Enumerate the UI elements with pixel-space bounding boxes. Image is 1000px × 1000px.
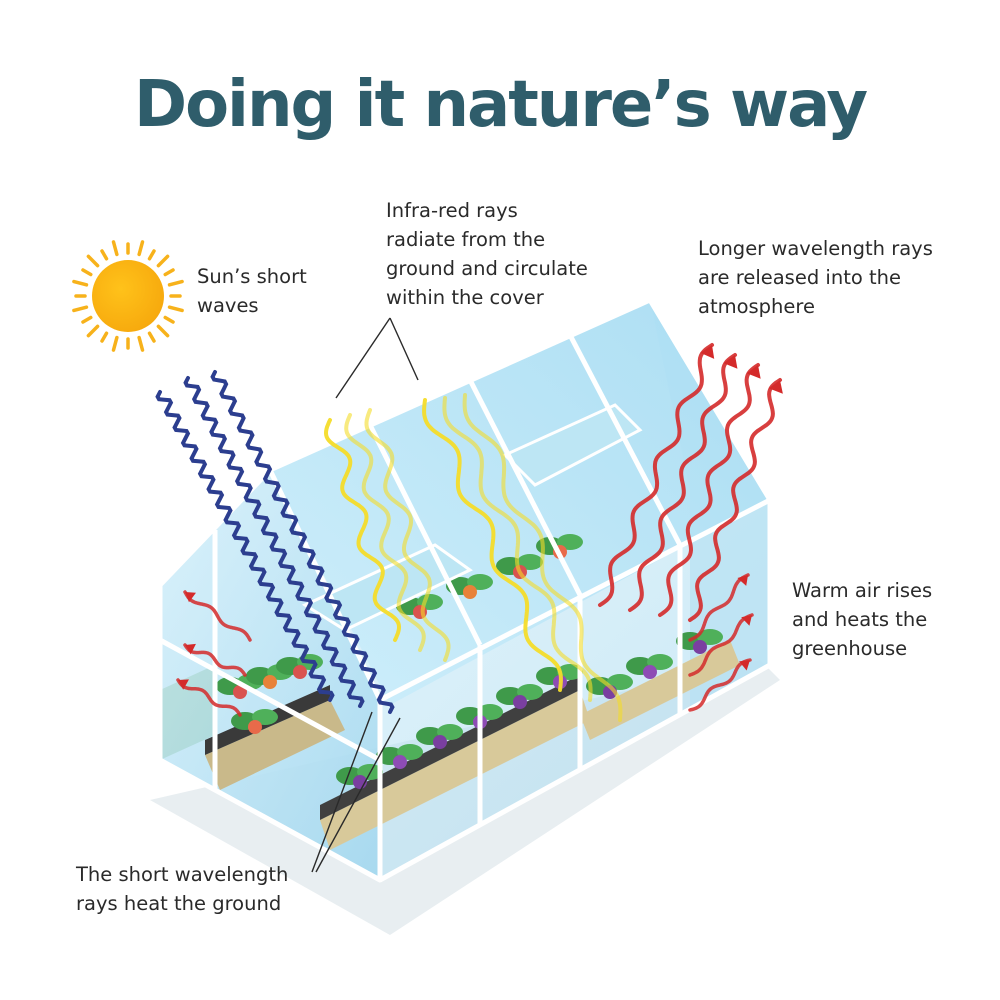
short-wave	[210, 370, 395, 714]
sun-ray	[137, 240, 145, 257]
sun-ray	[86, 324, 100, 338]
longer-wave-arrowhead	[768, 380, 783, 394]
plant-fruit	[248, 720, 262, 734]
longer-wave	[688, 378, 782, 622]
longer-wave	[658, 363, 760, 617]
warm-air-arrow	[688, 573, 750, 642]
warm-air-arrowhead	[741, 615, 752, 626]
longer-waves	[598, 343, 783, 622]
longer-wave-arrowhead	[723, 355, 738, 369]
sun-ray	[163, 268, 175, 277]
longer-wave-arrowhead	[746, 365, 761, 379]
sun-icon	[72, 240, 184, 352]
sun-ray	[167, 279, 184, 287]
plant-fruit	[293, 665, 307, 679]
warm-air-arrowhead	[185, 592, 196, 603]
sun-ray	[100, 331, 109, 343]
plant-fruit	[693, 640, 707, 654]
sun-ray	[81, 268, 93, 277]
sun-ray	[167, 305, 184, 313]
sun-ray	[81, 315, 93, 324]
warm-air-arrow	[183, 590, 252, 642]
plant-fruit	[393, 755, 407, 769]
sun-ray	[111, 335, 119, 352]
warm-air-arrow	[688, 658, 752, 712]
warm-air-arrowhead	[178, 679, 189, 690]
plant-fruit	[263, 675, 277, 689]
longer-wave	[628, 353, 737, 612]
plant-fruit	[463, 585, 477, 599]
warm-air-arrow	[176, 678, 242, 717]
warm-air-arrowhead	[739, 660, 750, 671]
infrared-wave	[364, 408, 451, 662]
sun-ray	[72, 305, 89, 313]
sun-ray	[72, 279, 89, 287]
infrared-wave	[323, 418, 402, 642]
plant-fruit	[513, 695, 527, 709]
short-wave	[155, 390, 335, 702]
plant-fruit	[433, 735, 447, 749]
infrared-wave	[344, 413, 426, 652]
plant-fruit	[233, 685, 247, 699]
short-wave	[183, 376, 365, 708]
warm-air-arrow	[183, 643, 247, 677]
sun-ray	[137, 335, 145, 352]
longer-wave-arrowhead	[700, 345, 715, 359]
warm-air-arrows	[176, 573, 754, 717]
short-waves	[155, 370, 395, 714]
pointer-lines	[311, 317, 419, 873]
sun-ray	[100, 249, 109, 261]
warm-air-arrowhead	[737, 575, 748, 586]
longer-wave	[598, 343, 714, 607]
sun-ray	[86, 254, 100, 268]
page-title: Doing it nature’s way	[133, 68, 868, 142]
infrared-wave	[462, 393, 623, 722]
sun-ray	[156, 324, 170, 338]
infrared-wave	[442, 396, 593, 702]
infrared-wave	[422, 398, 563, 692]
plant-fruit	[643, 665, 657, 679]
sun-ray	[163, 315, 175, 324]
sun-ray	[111, 240, 119, 257]
sun-ray	[156, 254, 170, 268]
sun-ray	[147, 331, 156, 343]
warm-air-arrow	[688, 613, 754, 677]
sun-ray	[147, 249, 156, 261]
infrared-waves	[323, 393, 623, 722]
warm-air-arrowhead	[185, 643, 196, 655]
